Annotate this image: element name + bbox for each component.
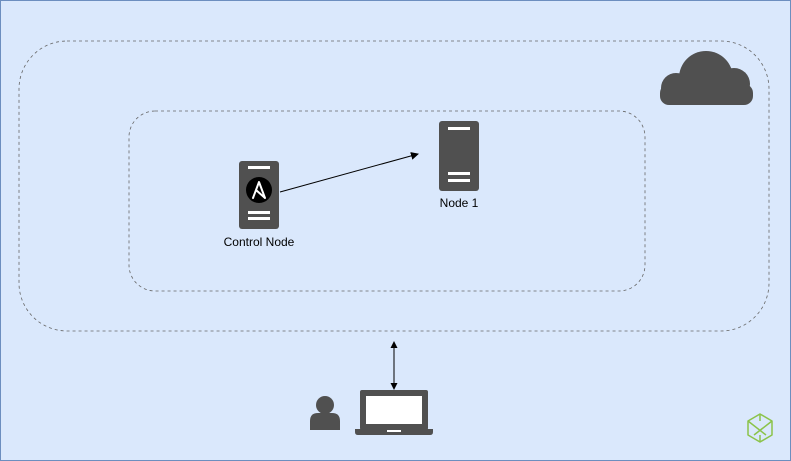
- node1-label: Node 1: [439, 196, 479, 210]
- drawio-logo-icon: [747, 413, 773, 443]
- control-node-label: Control Node: [223, 235, 295, 249]
- user-icon: [310, 396, 340, 430]
- laptop-icon: [355, 390, 433, 435]
- user-to-cloud-arrow[interactable]: [390, 341, 398, 390]
- control-to-node1-arrow[interactable]: [279, 152, 419, 193]
- ansible-logo-icon: [246, 177, 272, 203]
- node1-server-icon[interactable]: [439, 121, 479, 191]
- cloud-boundary[interactable]: [18, 40, 770, 332]
- cloud-icon: [660, 51, 753, 105]
